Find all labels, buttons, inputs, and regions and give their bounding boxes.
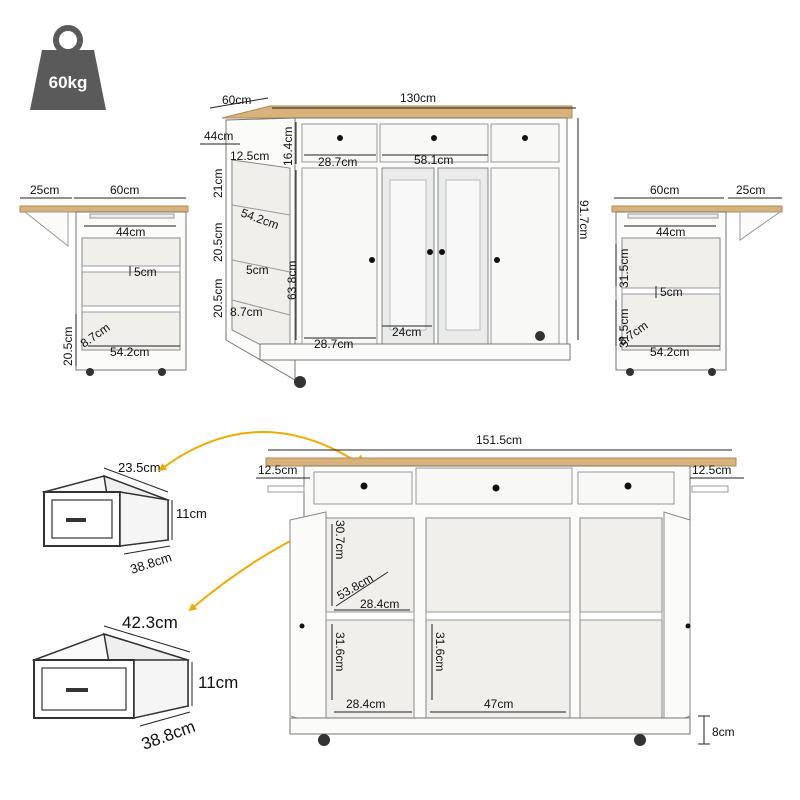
- dim-right-shelf-w: 54.2cm: [650, 345, 689, 359]
- dim-front-width: 130cm: [400, 91, 436, 105]
- dim-drawer-mid: 58.1cm: [414, 153, 453, 167]
- dim-front-depth: 60cm: [222, 93, 251, 107]
- dim-large-width: 42.3cm: [122, 613, 178, 632]
- dim-bottom-mid: 24cm: [392, 325, 421, 339]
- dim-shelf-h2: 20.5cm: [211, 223, 225, 262]
- dim-open-lower-h-mid: 31.6cm: [433, 632, 447, 671]
- dim-right-shelf-top: 31.5cm: [617, 249, 631, 288]
- dim-open-wheel-h: 8cm: [712, 725, 735, 739]
- right-side-view: [611, 205, 783, 376]
- dim-door-height: 63.8cm: [285, 261, 299, 300]
- dim-right-shelf-bot: 31.5cm: [617, 309, 631, 348]
- dim-side-overhang: 12.5cm: [230, 149, 269, 163]
- dim-open-right-overhang: 12.5cm: [692, 463, 731, 477]
- dim-drawer-left: 28.7cm: [318, 155, 357, 169]
- dim-open-upper-w: 28.4cm: [360, 597, 399, 611]
- dim-left-shelf-h: 20.5cm: [61, 327, 75, 366]
- dim-open-lower-w-mid: 47cm: [484, 697, 513, 711]
- dim-drawer-height: 16.4cm: [281, 127, 295, 166]
- dim-open-upper-h: 30.7cm: [333, 520, 347, 559]
- weight-label: 60kg: [49, 73, 88, 92]
- dim-large-depth: 38.8cm: [139, 717, 198, 754]
- dim-left-depth: 60cm: [110, 183, 139, 197]
- dim-total-height: 91.7cm: [577, 200, 591, 239]
- open-cabinet-dimensions: 151.5cm 12.5cm 12.5cm 30.7cm 53.8cm 28.4…: [256, 433, 744, 745]
- dim-open-lower-h-left: 31.6cm: [333, 632, 347, 671]
- dim-open-lower-w-left: 28.4cm: [346, 697, 385, 711]
- open-cabinet-view: [265, 457, 737, 746]
- drawer-large: [31, 632, 190, 719]
- dim-shelf-h3: 20.5cm: [211, 279, 225, 318]
- dim-left-shelf-w: 54.2cm: [110, 345, 149, 359]
- weight-icon: 60kg: [30, 25, 106, 110]
- drawer-small: [41, 474, 171, 547]
- dim-side-depth: 44cm: [204, 129, 233, 143]
- left-side-view: [19, 205, 189, 376]
- dim-bottom-left: 28.7cm: [314, 337, 353, 351]
- dim-small-height: 11cm: [176, 506, 207, 521]
- dim-large-height: 11cm: [198, 673, 238, 692]
- dim-right-flap: 25cm: [736, 183, 765, 197]
- dim-left-flap: 25cm: [30, 183, 59, 197]
- dim-small-depth: 38.8cm: [128, 549, 173, 576]
- dim-left-gap: 5cm: [134, 265, 157, 279]
- dim-open-total-width: 151.5cm: [476, 433, 522, 447]
- dim-shelf-h1: 21cm: [211, 169, 225, 198]
- front-view-cabinet: [221, 105, 573, 388]
- dim-open-left-overhang: 12.5cm: [258, 463, 297, 477]
- dim-right-gap: 5cm: [660, 285, 683, 299]
- dim-right-inner: 44cm: [656, 225, 685, 239]
- dim-small-width: 23.5cm: [118, 460, 161, 475]
- dim-shelf-depth: 8.7cm: [230, 305, 263, 319]
- dim-shelf-gap: 5cm: [246, 263, 269, 277]
- dim-left-inner: 44cm: [116, 225, 145, 239]
- dim-right-depth: 60cm: [650, 183, 679, 197]
